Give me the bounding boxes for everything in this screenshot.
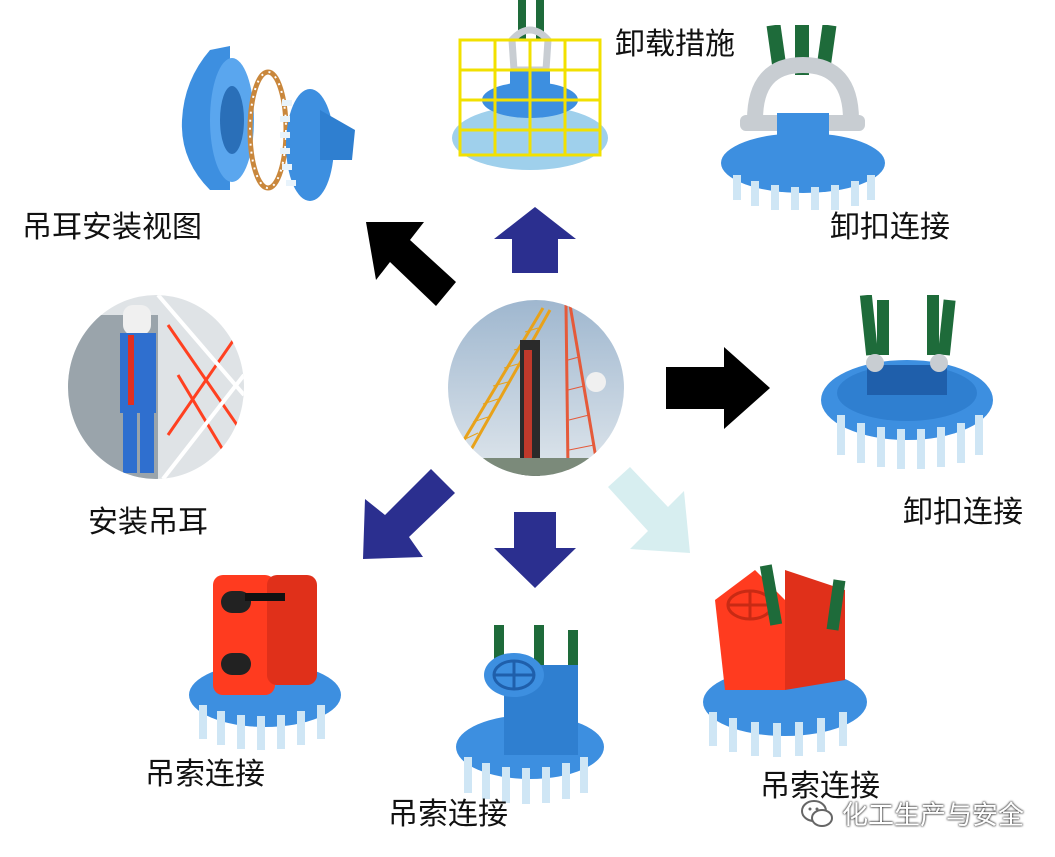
lug-exploded-view: [181, 46, 355, 201]
shackle-connection-right: [821, 295, 993, 469]
red-lug-sling-right: [703, 564, 867, 757]
unload-platform: [452, 0, 608, 170]
arrow-down-left: [363, 469, 455, 559]
center-crane-photo: [448, 300, 624, 476]
label-lug-install-view: 吊耳安装视图: [22, 210, 202, 245]
label-shackle-top: 卸扣连接: [830, 210, 950, 245]
arrow-up-left: [366, 222, 456, 306]
wechat-icon: [801, 799, 833, 827]
label-unload-measure: 卸载措施: [615, 27, 735, 62]
label-sling-left: 吊索连接: [145, 757, 265, 792]
label-install-lug: 安装吊耳: [88, 505, 208, 540]
watermark-text: 化工生产与安全: [842, 801, 1025, 831]
arrow-down: [494, 512, 576, 588]
worker-install-photo: [68, 295, 244, 479]
arrow-up: [494, 207, 576, 273]
blue-lug-sling: [456, 625, 604, 804]
red-lug-left: [189, 575, 341, 750]
shackle-connection-top: [721, 25, 885, 210]
label-shackle-right: 卸扣连接: [903, 495, 1023, 530]
label-sling-mid: 吊索连接: [388, 797, 508, 832]
arrow-down-right: [608, 467, 690, 553]
watermark: 化工生产与安全: [800, 795, 1024, 832]
arrow-right: [666, 347, 770, 429]
label-sling-right: 吊索连接: [760, 769, 880, 804]
